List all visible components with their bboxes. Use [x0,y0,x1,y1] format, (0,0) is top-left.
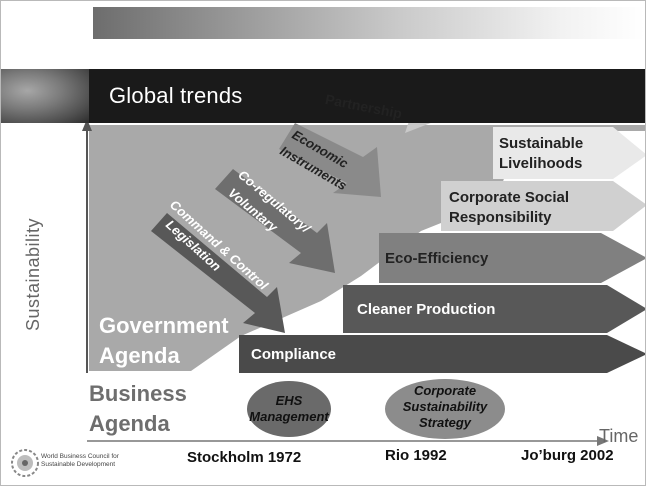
compliance-arrow [239,335,645,373]
corporate-label-line3: Strategy [418,415,472,430]
milestone-stockholm: Stockholm 1972 [187,449,302,466]
ecoefficiency-arrow [379,233,645,283]
logo-text-line1: World Business Council for [41,453,119,460]
global-trends-banner: Global trends [1,69,645,123]
livelihoods-label-line2: Livelihoods [499,155,583,172]
x-axis-arrowhead [597,436,609,446]
banner-title: Global trends [109,83,243,108]
cleaner-label: Cleaner Production [357,301,496,318]
corporate-label-line2: Sustainability [402,399,488,414]
corporate-label-line1: Corporate [413,383,477,398]
milestone-joburg: Jo’burg 2002 [521,447,614,464]
government-agenda-line1: Government [99,313,229,338]
y-axis-arrowhead [82,119,92,131]
logo-text-line2: Sustainable Development [41,461,116,468]
csr-label-line1: Corporate Social [449,189,570,206]
corporate-ellipse [385,379,505,439]
coregulatory-arrow [215,169,335,273]
csr-label-line2: Responsibility [449,209,552,226]
economic-arrow [279,123,381,197]
wbcsd-logo-icon [11,449,39,477]
command-arrow [151,213,285,333]
ecoefficiency-label: Eco-Efficiency [385,250,489,267]
business-agenda-line1: Business [89,381,187,406]
banner-photo [1,69,89,123]
livelihoods-arrow [493,127,645,179]
ehs-ellipse [247,381,331,437]
milestone-rio: Rio 1992 [385,447,447,464]
x-axis-label: Time [599,426,639,446]
cleaner-arrow [343,285,645,333]
livelihoods-label-line1: Sustainable [499,135,584,152]
ehs-label-line2: Management [249,409,329,424]
y-axis-label: Sustainability [23,217,43,331]
wbcsd-logo-text: World Business Council for Sustainable D… [41,453,141,469]
top-gradient-bar [93,7,645,39]
csr-arrow [441,181,645,231]
government-agenda-line2: Agenda [99,343,180,368]
business-agenda-line2: Agenda [89,411,170,436]
compliance-label: Compliance [251,346,337,363]
ehs-label-line1: EHS [275,393,303,408]
